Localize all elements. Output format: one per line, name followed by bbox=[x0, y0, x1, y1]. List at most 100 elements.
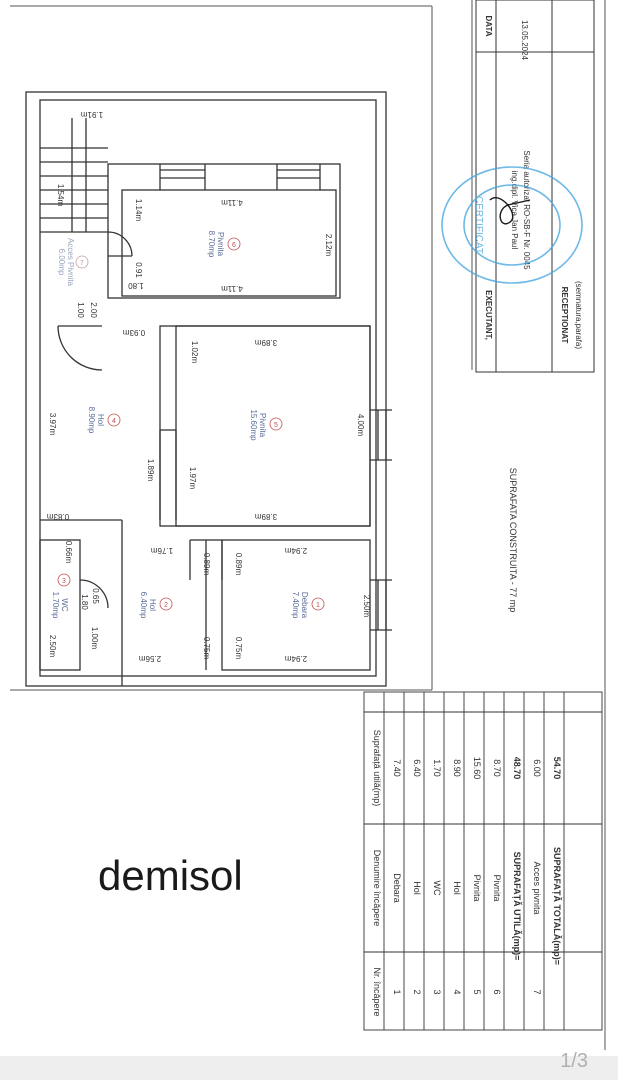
dim-label: 0.75m bbox=[234, 637, 243, 660]
room-number-circle bbox=[75, 255, 89, 269]
room-label-4: Hol 8.90mp bbox=[87, 407, 105, 434]
dim-label: 1.14m bbox=[134, 199, 143, 222]
room-area: 8.70mp bbox=[207, 231, 216, 258]
table-cell: 7 bbox=[532, 989, 542, 994]
dim-label: 0.89m bbox=[202, 553, 211, 576]
dim-label: 1.89m bbox=[146, 459, 155, 482]
dim-label: 1.97m bbox=[188, 467, 197, 490]
dim-label: 1.00 bbox=[76, 302, 85, 318]
util-value: 48.70 bbox=[512, 757, 522, 780]
executant-label: EXECUTANT, bbox=[484, 290, 493, 340]
dim-label: 1.76m bbox=[151, 546, 174, 555]
room-number: 7 bbox=[80, 260, 84, 267]
room-number: 4 bbox=[112, 418, 116, 425]
dim-label: 2.94m bbox=[285, 654, 308, 663]
table-cell: 3 bbox=[432, 989, 442, 994]
room-area: 6.40mp bbox=[139, 592, 148, 619]
surface-note: SUPRAFATA CONSTRUITA - 77 mp bbox=[508, 468, 518, 613]
dim-label: 0.75m bbox=[202, 637, 211, 660]
room-number-circle bbox=[311, 597, 325, 611]
table-cell: Debara bbox=[392, 873, 402, 903]
room-name: Pivnita bbox=[216, 232, 225, 257]
dimension-labels: 1.91m 1.54m 1.14m 4.11m 4.11m 2.12m 0.91… bbox=[47, 110, 371, 663]
room-number: 6 bbox=[232, 242, 236, 249]
room-name: WC bbox=[60, 598, 69, 612]
dim-label: 3.89m bbox=[255, 338, 278, 347]
table-cell: 6 bbox=[492, 989, 502, 994]
dim-label: 4.00m bbox=[356, 414, 365, 437]
table-cell: 4 bbox=[452, 989, 462, 994]
reception-note: (semnatura,parafa) bbox=[574, 281, 583, 349]
floor-name: demisol bbox=[98, 852, 243, 899]
table-cell: Acces pivnita bbox=[532, 861, 542, 914]
table-header-area: Suprafață utilă(mp) bbox=[372, 730, 382, 807]
total-label: SUPRAFAȚĂ TOTALĂ(mp)= bbox=[552, 847, 562, 965]
room-number-circle bbox=[107, 413, 121, 427]
dim-label: 2.00 bbox=[89, 302, 98, 318]
table-header-nr: Nr. încăpere bbox=[372, 967, 382, 1016]
table-cell: 6.00 bbox=[532, 759, 542, 777]
dim-label: 0.91 bbox=[134, 262, 143, 278]
total-value: 54.70 bbox=[552, 757, 562, 780]
dim-label: 0.66m bbox=[64, 541, 73, 564]
viewer-bottom-band bbox=[0, 1056, 618, 1080]
table-cell: 1.70 bbox=[432, 759, 442, 777]
dim-label: 2.94m bbox=[285, 546, 308, 555]
room-label-1: Debara 7.40mp bbox=[291, 592, 309, 619]
date-value: 13.05.2024 bbox=[520, 20, 529, 61]
table-header-name: Denumire încăpere bbox=[372, 850, 382, 927]
room-labels: Debara 7.40mp 1 Hol 6.40mp 2 WC 1.70mp 3… bbox=[51, 231, 325, 619]
authorization: Seria autorizat RO-SB-F Nr. 0045 bbox=[522, 150, 531, 270]
room-number: 2 bbox=[164, 602, 168, 609]
table-cell: Hol bbox=[452, 881, 462, 895]
dim-label: 0.89m bbox=[234, 553, 243, 576]
dim-label: 1.00m bbox=[90, 627, 99, 650]
area-table bbox=[363, 691, 603, 1031]
room-area: 8.90mp bbox=[87, 407, 96, 434]
table-cell: 2 bbox=[412, 989, 422, 994]
dim-label: 1.54m bbox=[56, 184, 65, 207]
table-cell: 8.70 bbox=[492, 759, 502, 777]
room-number: 1 bbox=[316, 602, 320, 609]
room-area: 1.70mp bbox=[51, 592, 60, 619]
signature bbox=[489, 197, 531, 225]
table-cell: Hol bbox=[412, 881, 422, 895]
dim-label: 2.12m bbox=[324, 234, 333, 257]
dim-label: 2.50m bbox=[362, 595, 371, 618]
drawing-frame bbox=[10, 0, 606, 1050]
certificate-stamp: CERTIFICAT bbox=[441, 166, 583, 284]
room-label-7: Acces Pivnita 6.00mp bbox=[57, 238, 75, 287]
table-cell: 8.90 bbox=[452, 759, 462, 777]
dim-label: 1.02m bbox=[190, 341, 199, 364]
title-block bbox=[475, 0, 595, 373]
dim-label: 2.50m bbox=[48, 635, 57, 658]
table-cell: Pivnita bbox=[492, 874, 502, 901]
room-area: 7.40mp bbox=[291, 592, 300, 619]
room-label-2: Hol 6.40mp bbox=[139, 592, 157, 619]
dim-label: 0.65 bbox=[91, 588, 100, 604]
area-table-text: Nr. încăpere Denumire încăpere Suprafață… bbox=[372, 730, 562, 1017]
table-cell: 15.60 bbox=[472, 757, 482, 780]
dim-label: 1.80 bbox=[128, 281, 144, 290]
dim-label: 4.11m bbox=[221, 198, 243, 207]
floor-plan bbox=[25, 91, 392, 687]
room-label-6: Pivnita 8.70mp bbox=[207, 231, 225, 258]
room-name: Hol bbox=[96, 414, 105, 426]
reception-label: RECEPTIONAT bbox=[560, 287, 569, 344]
room-name: Acces Pivnita bbox=[66, 238, 75, 287]
room-number-circle bbox=[269, 417, 283, 431]
table-cell: 5 bbox=[472, 989, 482, 994]
dim-label: 0.93m bbox=[123, 328, 146, 337]
dim-label: 1.80 bbox=[80, 594, 89, 610]
room-name: Pivnita bbox=[258, 413, 267, 438]
date-header: DATA bbox=[484, 15, 493, 36]
room-number-circle bbox=[227, 237, 241, 251]
room-number: 3 bbox=[62, 578, 66, 585]
room-number: 5 bbox=[274, 422, 278, 429]
room-label-5: Pivnita 15.60mp bbox=[249, 409, 267, 441]
room-number-circle bbox=[57, 573, 71, 587]
room-area: 6.00mp bbox=[57, 249, 66, 276]
table-cell: WC bbox=[432, 881, 442, 896]
dim-label: 0.83m bbox=[47, 512, 70, 521]
